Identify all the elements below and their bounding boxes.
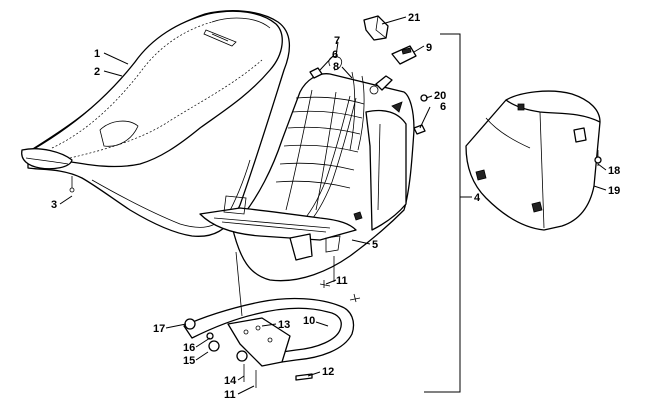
callout-21: 21 bbox=[408, 12, 420, 24]
callout-3: 3 bbox=[51, 199, 57, 211]
callout-12: 12 bbox=[322, 366, 334, 378]
callout-8: 8 bbox=[333, 61, 339, 73]
callout-1: 1 bbox=[94, 48, 100, 60]
callout-11-upper: 11 bbox=[336, 275, 348, 287]
callout-11-lower: 11 bbox=[224, 389, 236, 401]
callout-20: 20 bbox=[434, 90, 446, 102]
callout-19: 19 bbox=[608, 185, 620, 197]
leader-lines bbox=[59, 16, 607, 395]
callout-14: 14 bbox=[224, 375, 237, 387]
callout-16: 16 bbox=[183, 342, 195, 354]
group-bracket bbox=[424, 33, 461, 393]
callout-15: 15 bbox=[183, 355, 195, 367]
seat-base-tray bbox=[199, 73, 415, 282]
seat-support-frame bbox=[183, 251, 361, 388]
seat-assembly bbox=[21, 10, 290, 238]
storage-bin bbox=[465, 90, 602, 231]
callout-2: 2 bbox=[94, 66, 100, 78]
latch-components bbox=[309, 15, 428, 151]
callout-10: 10 bbox=[303, 315, 315, 327]
callout-7: 7 bbox=[334, 35, 340, 47]
callout-6-upper: 6 bbox=[332, 49, 338, 61]
callout-4: 4 bbox=[474, 192, 481, 204]
callout-labels: 1 2 3 4 5 6 6 7 8 9 10 11 11 12 13 14 15… bbox=[51, 12, 620, 401]
callout-5: 5 bbox=[372, 239, 378, 251]
callout-18: 18 bbox=[608, 165, 620, 177]
callout-17: 17 bbox=[153, 323, 165, 335]
callout-6-lower: 6 bbox=[440, 101, 446, 113]
callout-9: 9 bbox=[426, 42, 432, 54]
callout-13: 13 bbox=[278, 319, 290, 331]
